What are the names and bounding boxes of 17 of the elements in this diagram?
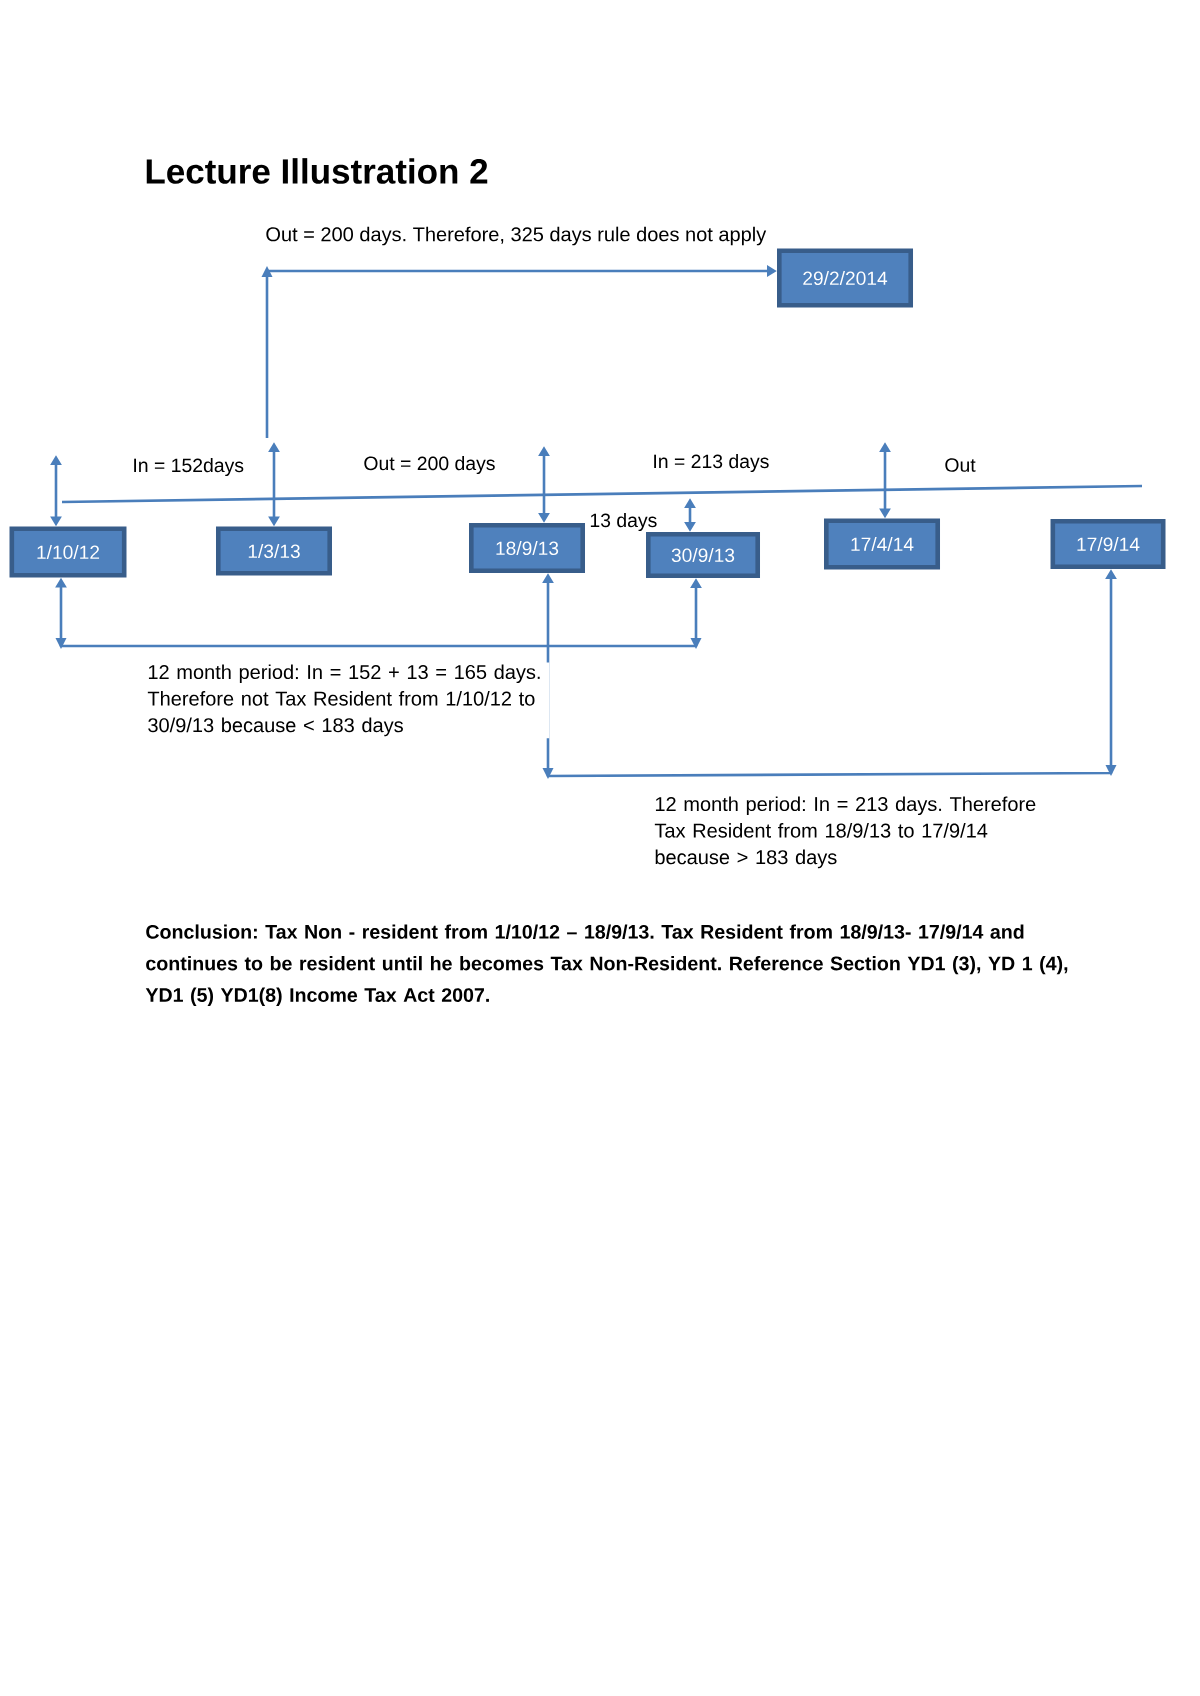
date-box: 29/2/2014 [777,248,913,308]
edge-label: 12 month period: In = 152 + 13 = 165 days. Therefore not Tax Resident from 1/10/12 to 30/9/13 because < 183 days [145,662,550,739]
date-box: 18/9/13 [469,523,585,573]
edge-label: 12 month period: In = 213 days. Therefore Tax Resident from 18/9/13 to 17/9/14 because > 183 days [652,794,1057,871]
period-label: 13 days [590,512,657,532]
period-label: Out = 200 days [364,455,495,475]
date-box: 1/10/12 [9,526,127,578]
period-label: In = 213 days [654,453,769,473]
period-label: Out [945,458,976,472]
date-box: 1/3/13 [216,526,332,576]
date-box: 30/9/13 [646,532,760,578]
edge-label: Out = 200 days. Therefore, 325 days rule does not apply [263,224,769,248]
conclusion-text: Conclusion: Tax Non - resident from 1/10/12 – 18/9/13. Tax Resident from 18/9/13- 17/9/14 and continues to be resident until he becomes Tax Non-Resident. Reference Section YD1 (3), YD 1 (4), YD1 (5) YD1(8) Income Tax Act 2007. [145,924,1068,1006]
date-box: 17/9/14 [1050,519,1166,569]
date-box: 17/4/14 [824,518,940,570]
title: Lecture Illustration 2 [146,158,488,184]
period-label: In = 152days [134,457,244,477]
